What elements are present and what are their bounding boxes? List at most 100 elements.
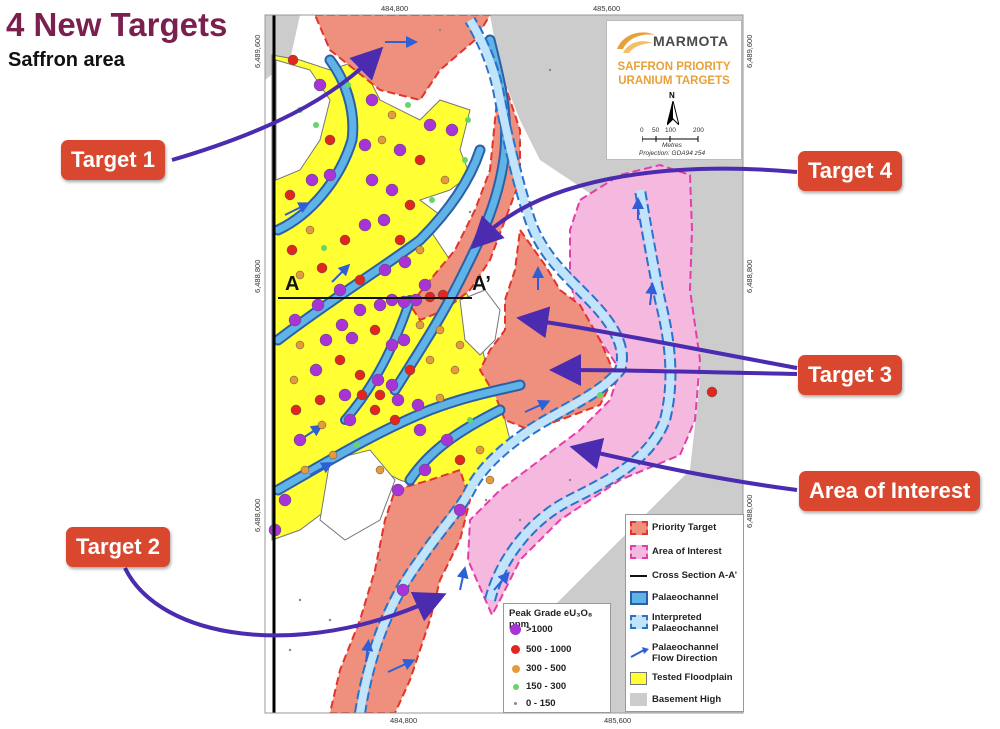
- callout-target-2: Target 2: [66, 527, 170, 567]
- drill-hole-marker: [396, 583, 410, 597]
- legend-label-basement: Basement High: [652, 694, 722, 705]
- drill-hole-marker: [356, 389, 368, 401]
- drill-hole-marker: [378, 263, 392, 277]
- drill-hole-marker: [374, 389, 386, 401]
- northing-label-left-3: 6,488,000: [253, 498, 262, 532]
- drill-hole-marker: [398, 255, 412, 269]
- drill-hole-marker: [298, 598, 302, 602]
- drill-hole-marker: [309, 363, 323, 377]
- drill-hole-marker: [358, 218, 372, 232]
- palaeochannel-swatch: [630, 591, 648, 605]
- drill-hole-marker: [385, 338, 399, 352]
- drill-hole-marker: [385, 378, 399, 392]
- scale-unit: Metres: [662, 142, 682, 149]
- grade-legend-title: Peak Grade eU₃O₈ ppm: [509, 608, 593, 630]
- drill-hole-marker: [365, 93, 379, 107]
- drill-hole-marker: [485, 475, 495, 485]
- drill-hole-marker: [321, 245, 327, 251]
- drill-hole-marker: [338, 388, 352, 402]
- flow-arrow-icon: [524, 399, 551, 413]
- logo-subtitle-1: SAFFRON PRIORITY: [617, 61, 731, 73]
- easting-label-bottom-1: 484,800: [390, 716, 418, 725]
- drill-hole-marker: [404, 364, 416, 376]
- drill-hole-marker: [345, 82, 351, 88]
- drill-hole-marker: [343, 413, 357, 427]
- arrow-target-1: [171, 46, 384, 162]
- flow-arrow-icon: [456, 566, 469, 591]
- map-legend: Priority Target Area of Interest Cross S…: [625, 514, 744, 712]
- grade-dot-0-150: [514, 702, 517, 705]
- drill-hole-marker: [317, 420, 327, 430]
- drill-hole-marker: [445, 123, 459, 137]
- grade-label-500-1000: 500 - 1000: [526, 644, 572, 655]
- northing-label-left-1: 6,489,600: [253, 34, 262, 68]
- legend-label-area-of-interest: Area of Interest: [652, 546, 722, 557]
- drill-hole-marker: [313, 78, 327, 92]
- arrow-area-of-interest: [569, 438, 798, 492]
- drill-hole-marker: [334, 354, 346, 366]
- grade-label-0-150: 0 - 150: [526, 698, 556, 709]
- scale-tick-0: 0: [640, 127, 644, 134]
- drill-hole-marker: [328, 450, 338, 460]
- drill-hole-marker: [391, 393, 405, 407]
- drill-hole-marker: [706, 386, 718, 398]
- callout-arrows: [123, 46, 798, 638]
- drill-hole-marker: [518, 518, 522, 522]
- drill-hole-marker: [568, 478, 572, 482]
- drill-hole-marker: [415, 320, 425, 330]
- drill-hole-marker: [278, 493, 292, 507]
- legend-label-flow-direction: Palaeochannel Flow Direction: [652, 642, 719, 664]
- flow-arrow-icon: [387, 659, 416, 673]
- drill-hole-marker: [314, 394, 326, 406]
- logo-brand: MARMOTA: [653, 33, 729, 49]
- scale-tick-200: 200: [693, 127, 704, 134]
- flow-arrow-icon: [331, 263, 351, 283]
- drill-hole-marker: [518, 138, 522, 142]
- drill-hole-marker: [375, 465, 385, 475]
- flow-arrow-icon: [645, 282, 658, 306]
- drill-hole-marker: [288, 313, 302, 327]
- northing-label-right-3: 6,488,000: [745, 494, 754, 528]
- drill-hole-marker: [462, 157, 468, 163]
- page-subtitle: Saffron area: [8, 49, 125, 71]
- drill-hole-marker: [295, 270, 305, 280]
- drill-hole-marker: [409, 293, 423, 307]
- flow-arrow-icon: [493, 571, 510, 591]
- drill-hole-marker: [414, 154, 426, 166]
- drill-hole-marker: [378, 558, 382, 562]
- basement-swatch: [630, 693, 647, 706]
- drill-hole-marker: [394, 234, 406, 246]
- scale-tick-50: 50: [652, 127, 660, 134]
- arrow-target-4: [470, 166, 798, 250]
- floodplain-gap-2: [459, 289, 501, 356]
- area-of-interest-swatch: [630, 545, 648, 559]
- drill-hole-marker: [475, 445, 485, 455]
- drill-hole-marker: [435, 393, 445, 403]
- drill-hole-marker: [438, 28, 442, 32]
- scale-bar-icon: [642, 136, 699, 142]
- projection-text: Projection: GDA94 z54: [639, 150, 706, 157]
- flow-arrow-icon: [284, 202, 311, 216]
- drill-hole-marker: [365, 173, 379, 187]
- northing-label-left-2: 6,488,800: [253, 259, 262, 293]
- drill-hole-marker: [385, 293, 399, 307]
- drill-hole-marker: [453, 503, 467, 517]
- callout-target-3: Target 3: [798, 355, 902, 395]
- drill-hole-marker: [389, 414, 401, 426]
- flow-arrow-icon: [630, 647, 649, 658]
- drill-hole-marker: [313, 122, 319, 128]
- logo-panel: MARMOTA SAFFRON PRIORITY URANIUM TARGETS…: [606, 20, 742, 160]
- drill-hole-marker: [393, 143, 407, 157]
- drill-hole-marker: [335, 318, 349, 332]
- interpreted-palaeochannel-swatch: [630, 615, 648, 629]
- grade-legend: Peak Grade eU₃O₈ ppm >1000 500 - 1000 30…: [503, 603, 611, 713]
- drill-hole-marker: [289, 375, 299, 385]
- legend-label-floodplain: Tested Floodplain: [652, 672, 733, 683]
- drill-hole-marker: [353, 303, 367, 317]
- northing-label-right-2: 6,488,800: [745, 259, 754, 293]
- grade-label-150-300: 150 - 300: [526, 681, 567, 692]
- drill-hole-marker: [354, 274, 366, 286]
- north-label: N: [669, 91, 675, 100]
- drill-hole-marker: [597, 392, 603, 398]
- drill-hole-marker: [293, 433, 307, 447]
